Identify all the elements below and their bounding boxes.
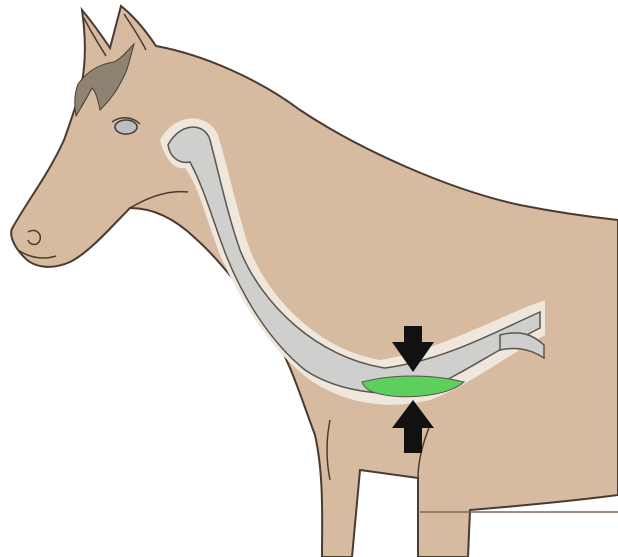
horse-eye bbox=[115, 120, 137, 134]
